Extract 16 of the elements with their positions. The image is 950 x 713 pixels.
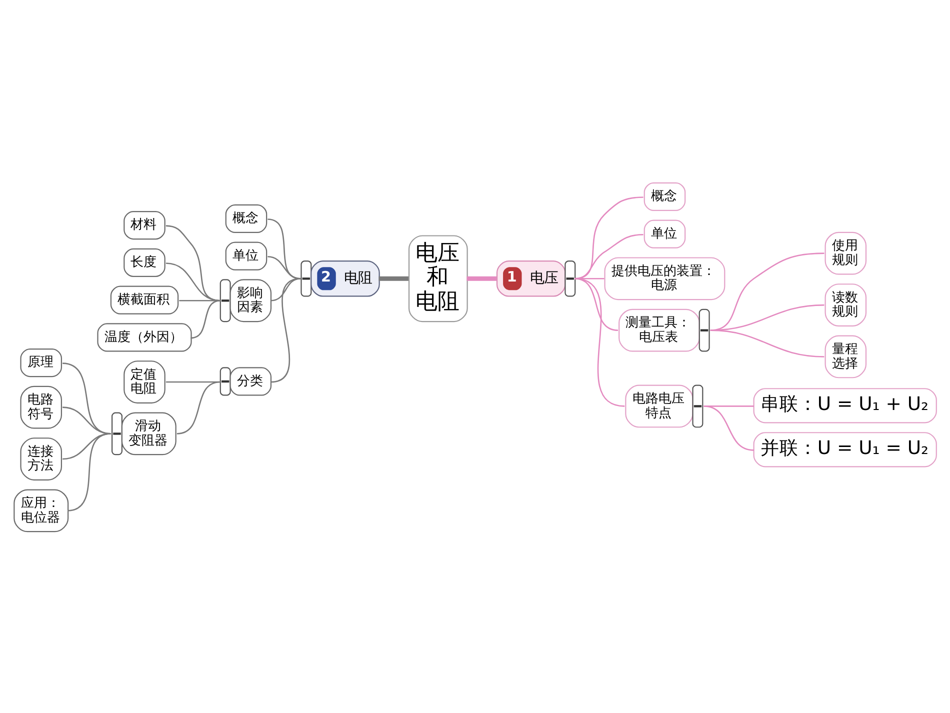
connector [378,276,408,280]
connector [176,380,220,434]
connector [574,277,625,406]
connector [704,405,754,450]
connector [268,255,301,279]
connector [166,224,220,301]
connector [67,432,112,511]
connector [179,299,220,301]
connector [166,262,220,301]
connector [466,276,496,280]
connector [710,304,824,330]
connector [710,252,824,330]
connector [190,299,220,338]
connector [270,277,301,382]
connector [710,329,824,357]
connector [268,218,301,279]
